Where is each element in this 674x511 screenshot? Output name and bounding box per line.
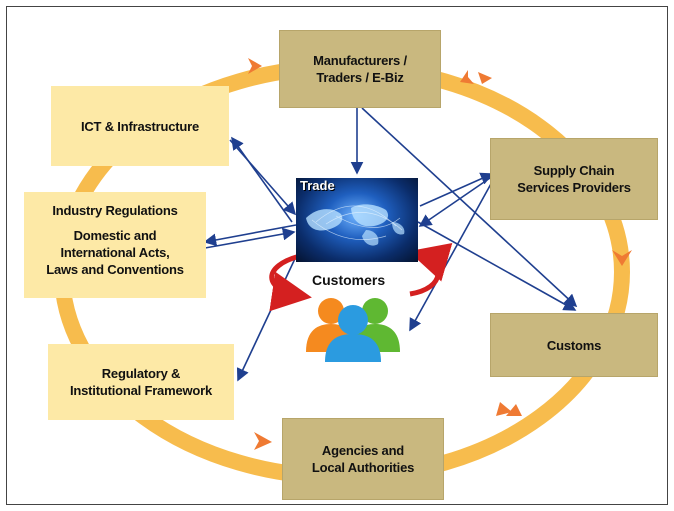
box-regulatory-line1: Regulatory &	[101, 366, 181, 381]
connector-mfr-to-ict	[231, 136, 293, 223]
ring-chevron-bottom-right	[506, 404, 522, 416]
trade-world-image	[296, 178, 418, 262]
box-industry-line3: Laws and Conventions	[46, 262, 184, 277]
connector-trade-to-customs	[417, 221, 577, 311]
box-manufacturers: Manufacturers / Traders / E-Biz	[279, 30, 441, 108]
world-map-icon	[306, 204, 405, 246]
box-ict-label: ICT & Infrastructure	[80, 118, 200, 134]
customers-label: Customers	[312, 272, 386, 288]
box-industry-line2: International Acts,	[60, 245, 170, 260]
box-agencies: Agencies and Local Authorities	[282, 418, 444, 500]
person-green-head	[362, 298, 388, 324]
ring-chevron-right	[612, 250, 632, 266]
connector-trade-to-regulatory	[236, 247, 301, 382]
cycle-arrow-right	[408, 243, 453, 297]
box-industry-heading: Industry Regulations	[52, 203, 178, 218]
box-ict: ICT & Infrastructure	[51, 86, 229, 166]
box-customs: Customs	[490, 313, 658, 377]
connector-trade-to-industry	[203, 224, 297, 247]
ring-chevron-bottom-right-2	[496, 402, 512, 416]
box-supply-chain-line1: Supply Chain	[533, 163, 615, 178]
ring-chevron-top-left	[248, 58, 262, 74]
cycle-arrow-left	[269, 253, 312, 312]
box-supply-chain-line2: Services Providers	[517, 180, 631, 195]
box-manufacturers-line2: Traders / E-Biz	[316, 70, 404, 85]
ring-chevron-top-right-2	[478, 72, 492, 84]
ring-chevrons	[248, 58, 632, 450]
connector-supply-to-trade	[418, 177, 491, 227]
box-industry-line1: Domestic and	[73, 228, 157, 243]
ring-chevron-top-right	[460, 70, 474, 84]
connector-lines	[203, 107, 578, 382]
box-agencies-line1: Agencies and	[321, 443, 405, 458]
trade-label: Trade	[300, 178, 335, 193]
connector-trade-to-supply	[419, 172, 494, 207]
person-orange-head	[318, 298, 344, 324]
box-manufacturers-line1: Manufacturers /	[313, 53, 407, 68]
person-blue-body	[325, 334, 381, 362]
box-agencies-line2: Local Authorities	[311, 460, 415, 475]
ring-chevron-bottom-left	[254, 432, 272, 450]
box-industry: Industry Regulations Domestic and Intern…	[24, 192, 206, 298]
connector-mfr-to-customs	[361, 107, 578, 308]
connector-industry-to-trade	[204, 227, 296, 249]
box-supply-chain: Supply Chain Services Providers	[490, 138, 658, 220]
person-blue-head	[338, 305, 368, 335]
customers-icon	[306, 298, 400, 362]
connector-ict-to-trade	[229, 139, 297, 216]
box-customs-label: Customs	[546, 337, 602, 353]
box-regulatory-line2: Institutional Framework	[69, 383, 213, 398]
box-regulatory: Regulatory & Institutional Framework	[48, 344, 234, 420]
